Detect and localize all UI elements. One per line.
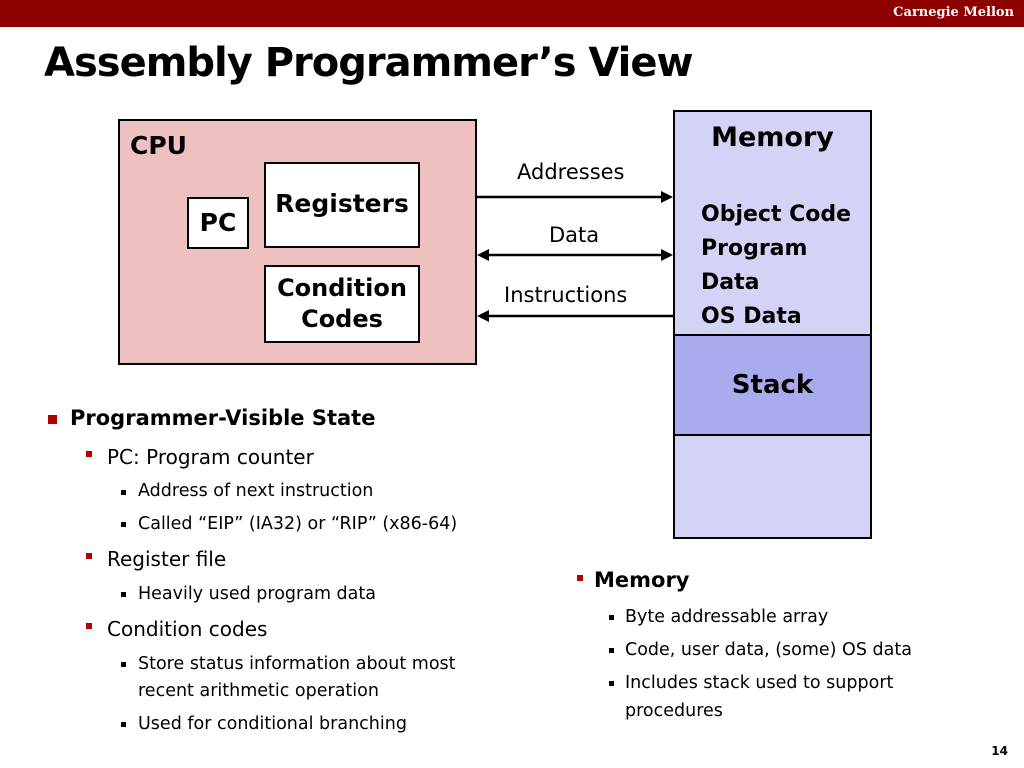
memory-notes-sub3-line2: procedures [625, 701, 723, 721]
addresses-bus [477, 187, 673, 207]
memory-item-object-code: Object Code [701, 202, 852, 227]
data-bus [477, 245, 673, 265]
memory-free-region [675, 436, 870, 536]
brand-text: Carnegie Mellon [893, 5, 1014, 20]
bullet-square-icon [609, 648, 614, 653]
bullet-square-icon [609, 615, 614, 620]
stack-region: Stack [675, 334, 870, 436]
memory-code-region: Memory Object Code Program Data OS Data [675, 112, 870, 334]
bullet-square-icon [86, 553, 92, 559]
memory-block: Memory Object Code Program Data OS Data … [673, 110, 872, 539]
condition-codes-line2: Codes [301, 305, 383, 333]
state-pc-sub1: Address of next instruction [138, 481, 374, 501]
cpu-label: CPU [130, 131, 187, 160]
bullet-square-icon [86, 623, 92, 629]
page-number: 14 [991, 744, 1008, 758]
bullet-square-icon [121, 490, 126, 495]
right-arrow-icon [477, 191, 673, 203]
state-cc: Condition codes [107, 617, 268, 641]
memory-notes-heading: Memory [594, 568, 690, 592]
bullet-square-icon [48, 415, 57, 424]
state-cc-sub1-line1: Store status information about most [138, 654, 456, 674]
memory-item-os-data: OS Data [701, 304, 802, 329]
left-arrow-icon [477, 310, 673, 322]
state-pc-sub2: Called “EIP” (IA32) or “RIP” (x86-64) [138, 514, 458, 534]
instructions-bus [477, 306, 673, 326]
memory-item-program-data: Program Data [701, 236, 808, 295]
slide-title: Assembly Programmer’s View [44, 40, 693, 86]
memory-notes-sub3-line1: Includes stack used to support [625, 673, 894, 693]
memory-contents: Object Code Program Data OS Data [701, 198, 870, 334]
double-arrow-icon [477, 249, 673, 261]
memory-title: Memory [711, 122, 834, 153]
bullet-square-icon [121, 662, 126, 667]
cpu-block: CPU PC Registers Condition Codes [118, 119, 477, 365]
bullet-square-icon [121, 722, 126, 727]
bullet-square-icon [121, 522, 126, 527]
bullet-square-icon [577, 575, 583, 581]
state-regfile-sub1: Heavily used program data [138, 584, 376, 604]
condition-codes-line1: Condition [277, 273, 407, 302]
memory-notes-sub2: Code, user data, (some) OS data [625, 640, 912, 660]
addresses-label: Addresses [517, 160, 625, 184]
state-pc: PC: Program counter [107, 445, 314, 469]
state-cc-sub1-line2: recent arithmetic operation [138, 681, 379, 701]
instructions-label: Instructions [504, 283, 628, 307]
registers-box: Registers [264, 162, 420, 248]
header-bar: Carnegie Mellon [0, 0, 1024, 27]
state-cc-sub2: Used for conditional branching [138, 714, 407, 734]
registers-label: Registers [275, 189, 409, 218]
stack-label: Stack [731, 370, 814, 400]
pc-box: PC [187, 197, 249, 249]
state-regfile: Register file [107, 547, 227, 571]
pc-label: PC [199, 207, 237, 237]
data-label: Data [549, 223, 600, 247]
bullet-square-icon [86, 451, 92, 457]
bullet-square-icon [121, 592, 126, 597]
condition-codes-box: Condition Codes [264, 265, 420, 343]
memory-notes-sub1: Byte addressable array [625, 607, 829, 627]
state-heading: Programmer-Visible State [70, 406, 376, 430]
bullet-square-icon [609, 681, 614, 686]
